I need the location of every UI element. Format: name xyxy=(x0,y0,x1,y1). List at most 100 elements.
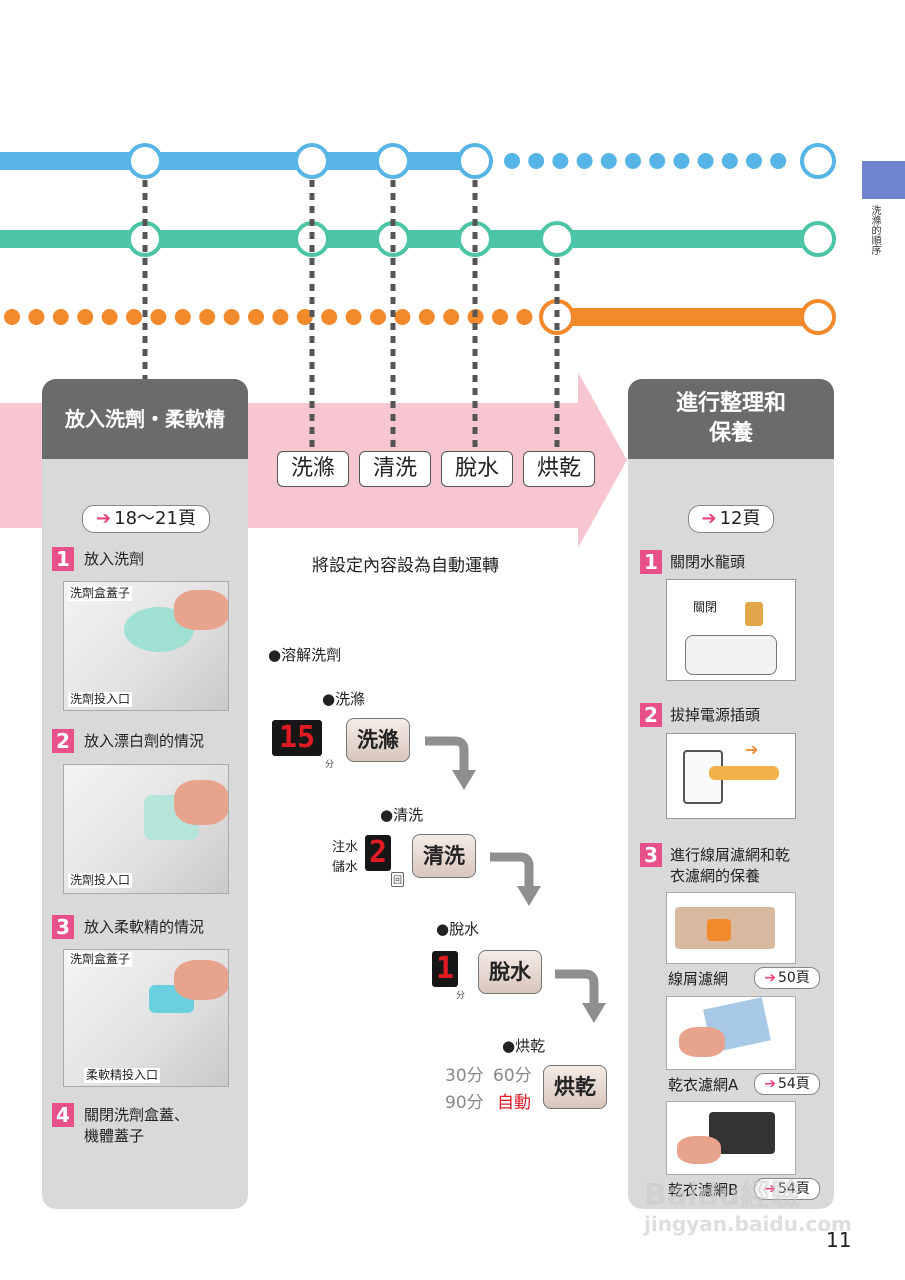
arrow-icon: ➔ xyxy=(764,1181,776,1197)
machine-shape xyxy=(685,635,777,675)
step-text: 放入柔軟精的情況 xyxy=(84,918,205,936)
blue-dot xyxy=(504,153,520,169)
filter-name: 線屑濾網 xyxy=(668,970,729,988)
store-label: 儲水 xyxy=(332,860,359,875)
right-page-ref-text: 12頁 xyxy=(719,508,761,529)
spin-button[interactable]: 脫水 xyxy=(478,950,542,994)
wash-button[interactable]: 洗滌 xyxy=(346,718,410,762)
inject-label: 注水 xyxy=(332,840,359,855)
arrow-icon: ➔ xyxy=(96,508,112,529)
blue-dot xyxy=(770,153,787,169)
step-text: 放入漂白劑的情況 xyxy=(84,732,205,750)
section-tab xyxy=(862,161,905,199)
left-page-ref-text: 18～21頁 xyxy=(114,508,196,529)
phase-rinse: 清洗 xyxy=(359,451,431,487)
page-number: 11 xyxy=(826,1228,852,1252)
blue-dot xyxy=(528,153,545,169)
orange-dot xyxy=(321,309,338,325)
rinse-button[interactable]: 清洗 xyxy=(412,834,476,878)
rinse-display: 2 xyxy=(365,835,391,871)
watermark-brand: Baidu經驗 xyxy=(644,1178,801,1213)
dry-label: ●烘乾 xyxy=(502,1037,546,1055)
blue-dot xyxy=(625,153,641,169)
orange-dot xyxy=(28,309,45,325)
wash-label: ●洗滌 xyxy=(322,690,366,708)
dissolve-label: ●溶解洗劑 xyxy=(268,646,342,664)
hand-shape xyxy=(677,1136,721,1164)
detergent-photo: 洗劑盒蓋子 洗劑投入口 xyxy=(63,581,229,711)
timeline-node xyxy=(457,143,493,179)
orange-dot xyxy=(248,309,264,325)
wash-display: 15 xyxy=(272,720,322,756)
orange-dot xyxy=(126,309,142,325)
step-number: 3 xyxy=(640,843,662,867)
bleach-photo: 洗劑投入口 xyxy=(63,764,229,894)
step-text-line1: 進行線屑濾網和乾 xyxy=(670,846,791,864)
right-title-line2: 保養 xyxy=(708,421,753,446)
photo-tag: 洗劑盒蓋子 xyxy=(68,586,133,601)
arrow-icon: ➔ xyxy=(764,1076,776,1092)
blue-line xyxy=(0,152,476,170)
phase-spin: 脫水 xyxy=(441,451,513,487)
orange-dot xyxy=(101,309,118,325)
orange-line xyxy=(557,308,818,326)
filter-knob xyxy=(707,919,731,941)
timeline-node xyxy=(800,221,836,257)
watermark-url: jingyan.baidu.com xyxy=(644,1212,852,1236)
orange-dot xyxy=(370,309,386,325)
left-card-title: 放入洗劑・柔軟精 xyxy=(42,379,248,459)
spin-label: ●脫水 xyxy=(436,920,480,938)
lint-filter-photo xyxy=(666,892,796,964)
faucet-illustration: 關閉 xyxy=(666,579,796,681)
right-title-line1: 進行整理和 xyxy=(675,391,786,416)
step-number: 2 xyxy=(640,703,662,727)
right-card-title: 進行整理和 保養 xyxy=(628,379,834,459)
auto-run-text: 將設定內容設為自動運轉 xyxy=(312,556,499,576)
rinse-label: ●清洗 xyxy=(380,806,424,824)
hand-shape xyxy=(174,590,228,630)
filter-page-ref[interactable]: ➔54頁 xyxy=(754,1073,820,1095)
step-text-line1: 關閉洗劑盒蓋、 xyxy=(84,1106,190,1124)
step-number: 4 xyxy=(52,1103,74,1127)
plug-illustration: ➔ xyxy=(666,733,796,819)
step-number: 3 xyxy=(52,915,74,939)
timeline-node xyxy=(375,143,411,179)
hand-shape xyxy=(174,780,228,825)
step-number: 1 xyxy=(640,550,662,574)
filter-page-ref[interactable]: ➔54頁 xyxy=(754,1178,820,1200)
section-tab-label: 洗滌的順序 xyxy=(869,205,880,255)
dry-option-90: 90分 xyxy=(445,1093,484,1113)
spin-unit: 分 xyxy=(456,991,466,1001)
step-number: 2 xyxy=(52,729,74,753)
dry-filter-a-photo xyxy=(666,996,796,1070)
right-page-ref[interactable]: ➔12頁 xyxy=(688,505,774,533)
orange-dot xyxy=(516,309,533,325)
rinse-unit: 回 xyxy=(391,872,405,887)
step-text: 拔掉電源插頭 xyxy=(670,706,761,724)
step-text-line2: 衣濾網的保養 xyxy=(670,867,761,885)
faucet-tag: 關閉 xyxy=(691,600,720,615)
filter-page-ref[interactable]: ➔50頁 xyxy=(754,967,820,989)
orange-dot xyxy=(492,309,508,325)
filter-name: 乾衣濾網B xyxy=(668,1181,739,1199)
timeline-node xyxy=(294,143,330,179)
phase-wash: 洗滌 xyxy=(277,451,349,487)
hand-shape xyxy=(174,960,228,1000)
orange-dot xyxy=(150,309,167,325)
blue-dot xyxy=(552,153,569,169)
step-text-line2: 機體蓋子 xyxy=(84,1127,145,1145)
orange-dot xyxy=(4,309,20,325)
blue-dot xyxy=(721,153,738,169)
step-text: 關閉水龍頭 xyxy=(670,553,746,571)
step-number: 1 xyxy=(52,547,74,571)
faucet-icon xyxy=(745,602,763,626)
left-page-ref[interactable]: ➔18～21頁 xyxy=(82,505,210,533)
timeline-node xyxy=(539,221,575,257)
arrow-icon: ➔ xyxy=(764,970,776,986)
blue-dot xyxy=(649,153,666,169)
dry-option-auto: 自動 xyxy=(497,1093,531,1113)
timeline-node xyxy=(800,299,836,335)
dry-button[interactable]: 烘乾 xyxy=(543,1065,607,1109)
hand-shape xyxy=(679,1027,725,1057)
softener-photo: 洗劑盒蓋子 柔軟精投入口 xyxy=(63,949,229,1087)
